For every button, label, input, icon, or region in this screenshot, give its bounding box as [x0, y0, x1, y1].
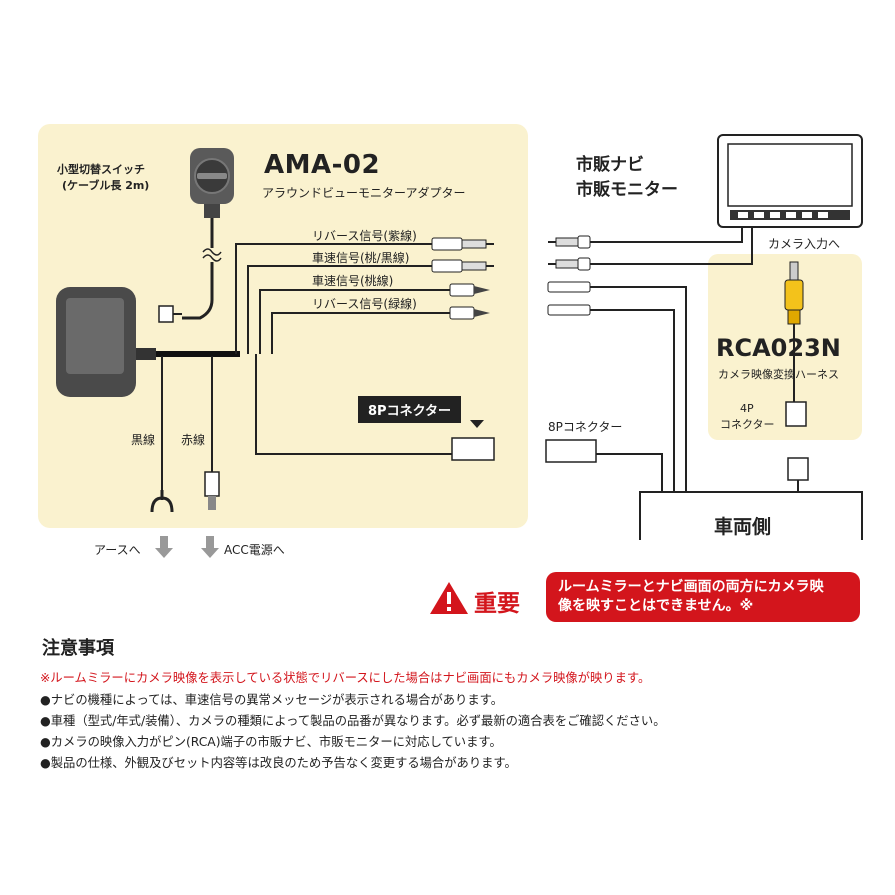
ground-label: アースへ — [94, 543, 141, 557]
adapter-8p-tab-pointer — [470, 420, 484, 428]
notes-item: ●車種（型式/年式/装備）、カメラの種類によって製品の品番が異なります。必ず最新… — [40, 714, 666, 728]
important-message-line2: 像を映すことはできません。※ — [558, 598, 754, 614]
adapter-model: AMA-02 — [264, 150, 381, 180]
notes-title: 注意事項 — [42, 638, 114, 659]
ground-arrow-icon — [155, 536, 173, 558]
navi-8p-label: 8Pコネクター — [548, 420, 623, 434]
acc-arrow-icon — [201, 536, 219, 558]
navi-8p-connector — [545, 439, 597, 463]
camera-input-label: カメラ入力へ — [768, 237, 841, 251]
adapter-8p-connector — [451, 437, 495, 461]
vehicle-side-label: 車両側 — [714, 516, 772, 538]
navi-title-1: 市販ナビ — [576, 155, 644, 175]
navi-plug-2 — [548, 257, 591, 271]
notes-red-note: ※ルームミラーにカメラ映像を表示している状態でリバースにした場合はナビ画面にもカ… — [40, 671, 651, 685]
plug-reverse-purple — [431, 237, 494, 251]
important-message-line1: ルームミラーとナビ画面の両方にカメラ映 — [558, 579, 824, 595]
acc-label: ACC電源へ — [224, 543, 285, 557]
adapter-8p-label: 8Pコネクター — [358, 396, 462, 423]
notes-item: ●ナビの機種によっては、車速信号の異常メッセージが表示される場合があります。 — [40, 693, 504, 707]
adapter-unit — [56, 287, 156, 397]
vehicle-box — [639, 491, 863, 540]
navi-plug-1 — [548, 235, 591, 249]
wire-label-speed-pink: 車速信号(桃線) — [312, 274, 394, 288]
harness-model: RCA023N — [716, 334, 841, 362]
important-label: 重要 — [474, 591, 520, 617]
notes-item: ●カメラの映像入力がピン(RCA)端子の市販ナビ、市販モニターに対応しています。 — [40, 735, 502, 749]
acc-terminal — [204, 471, 220, 510]
harness-4p-label-1: 4P — [740, 402, 754, 415]
harness-4p-connector — [785, 401, 807, 427]
notes-item: ●製品の仕様、外観及びセット内容等は改良のため予告なく変更する場合があります。 — [40, 756, 517, 770]
vehicle-4p-connector — [787, 457, 809, 481]
adapter-name: アラウンドビューモニターアダプター — [262, 186, 466, 200]
wire-label-speed-pink-black: 車速信号(桃/黒線) — [312, 251, 410, 265]
plug-speed-pink-black — [431, 259, 494, 273]
harness-4p-label-2: コネクター — [720, 418, 775, 431]
switch-label: 小型切替スイッチ — [57, 163, 145, 176]
rca-plug — [784, 261, 804, 325]
unit-side-connector — [158, 305, 174, 323]
warning-icon — [430, 582, 468, 614]
harness-name: カメラ映像変換ハーネス — [718, 368, 839, 381]
navi-monitor — [717, 134, 863, 228]
switch-cable-label: (ケーブル長 2m) — [62, 179, 150, 192]
navi-plug-3 — [547, 281, 591, 293]
navi-title-2: 市販モニター — [576, 180, 678, 200]
black-wire-label: 黒線 — [131, 433, 156, 447]
navi-plug-4 — [547, 304, 591, 316]
wire-label-reverse-green: リバース信号(緑線) — [312, 297, 417, 311]
plug-reverse-green — [449, 306, 490, 320]
plug-speed-pink — [449, 283, 490, 297]
red-wire-label: 赤線 — [181, 433, 206, 447]
selector-switch — [190, 148, 234, 218]
ground-terminal — [150, 490, 174, 513]
wire-label-reverse-purple: リバース信号(紫線) — [312, 229, 417, 243]
important-message: ルームミラーとナビ画面の両方にカメラ映 像を映すことはできません。※ — [546, 572, 860, 622]
